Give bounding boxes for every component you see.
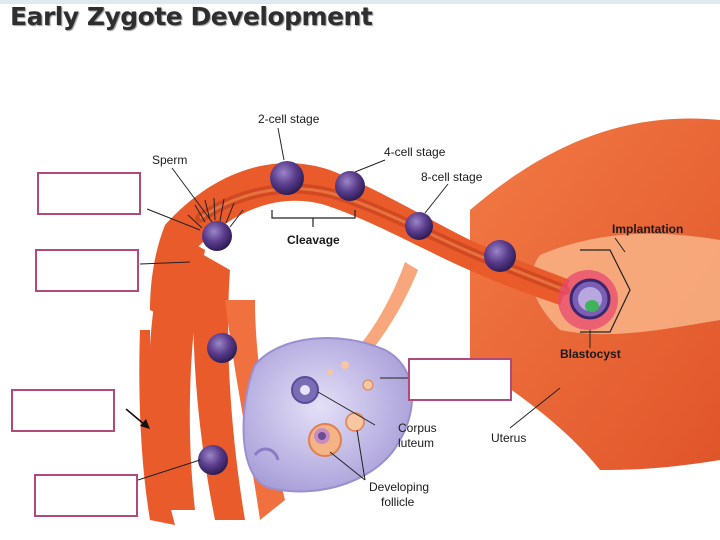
label-luteum: luteum	[398, 436, 434, 450]
answer-box-1[interactable]	[37, 172, 141, 215]
label-uterus: Uterus	[491, 431, 526, 445]
free-oocyte-1	[207, 333, 237, 363]
answer-box-3[interactable]	[408, 358, 512, 401]
answer-box-4[interactable]	[11, 389, 115, 432]
label-corpus: Corpus	[398, 421, 437, 435]
pointer-arrow	[125, 408, 150, 429]
four-cell-embryo	[335, 171, 365, 201]
label-4-cell-stage: 4-cell stage	[384, 145, 446, 159]
developing-follicles	[308, 361, 374, 457]
answer-box-2[interactable]	[35, 249, 139, 292]
top-accent-bar	[0, 0, 720, 4]
answer-box-5[interactable]	[34, 474, 138, 517]
two-cell-embryo	[270, 161, 304, 195]
morula	[484, 240, 516, 272]
ovary	[242, 337, 413, 493]
sperm-oocyte-cell	[187, 197, 244, 251]
label-8-cell-stage: 8-cell stage	[421, 170, 483, 184]
eight-cell-embryo	[405, 212, 433, 240]
label-follicle: follicle	[381, 495, 415, 509]
fallopian-tube	[150, 163, 570, 320]
label-developing: Developing	[369, 480, 429, 494]
label-cleavage: Cleavage	[287, 233, 340, 247]
page-title: Early Zygote Development	[10, 2, 373, 31]
free-oocyte-2	[198, 445, 228, 475]
label-implantation: Implantation	[612, 222, 683, 236]
label-blastocyst: Blastocyst	[560, 347, 621, 361]
ovarian-ligament	[360, 262, 418, 350]
label-sperm: Sperm	[152, 153, 187, 167]
blastocyst	[558, 270, 618, 330]
label-2-cell-stage: 2-cell stage	[258, 112, 320, 126]
implantation-bracket	[580, 249, 631, 333]
